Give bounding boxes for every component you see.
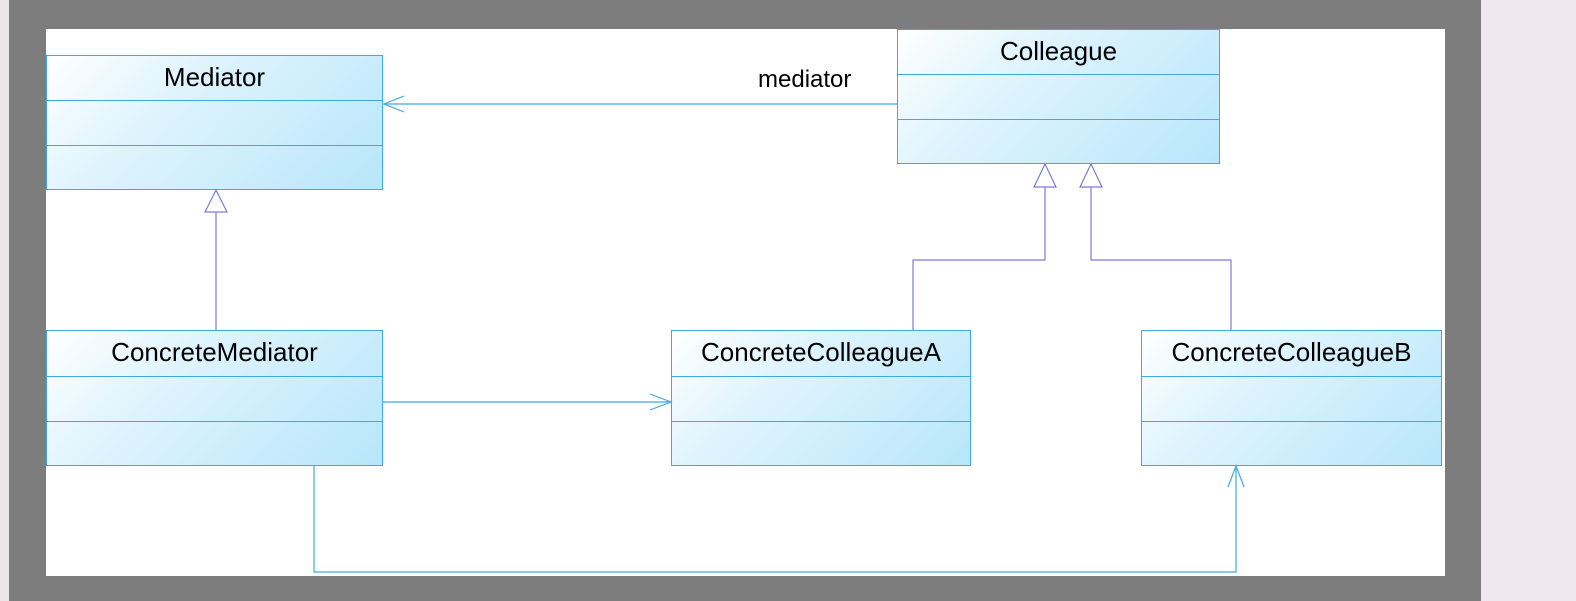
attributes-separator [1142,376,1441,377]
right-background-area [1481,0,1576,601]
attributes-separator [672,376,970,377]
attributes-separator [47,100,382,101]
class-name: ConcreteColleagueA [701,337,941,367]
class-name: ConcreteColleagueB [1171,337,1412,367]
class-name: Colleague [999,36,1118,66]
class-concrete-mediator[interactable]: ConcreteMediator [46,330,383,466]
operations-separator [898,119,1219,120]
operations-separator [672,421,970,422]
operations-separator [47,421,382,422]
attributes-separator [898,74,1219,75]
left-background-strip [0,0,9,601]
class-name: ConcreteMediator [111,337,318,367]
operations-separator [47,145,382,146]
operations-separator [1142,421,1441,422]
attributes-separator [47,376,382,377]
class-colleague[interactable]: Colleague [897,29,1220,164]
association-label-mediator: mediator [758,66,852,93]
class-concrete-colleague-b[interactable]: ConcreteColleagueB [1141,330,1442,466]
class-mediator[interactable]: Mediator [46,55,383,190]
class-concrete-colleague-a[interactable]: ConcreteColleagueA [671,330,971,466]
class-name: Mediator [163,62,266,92]
